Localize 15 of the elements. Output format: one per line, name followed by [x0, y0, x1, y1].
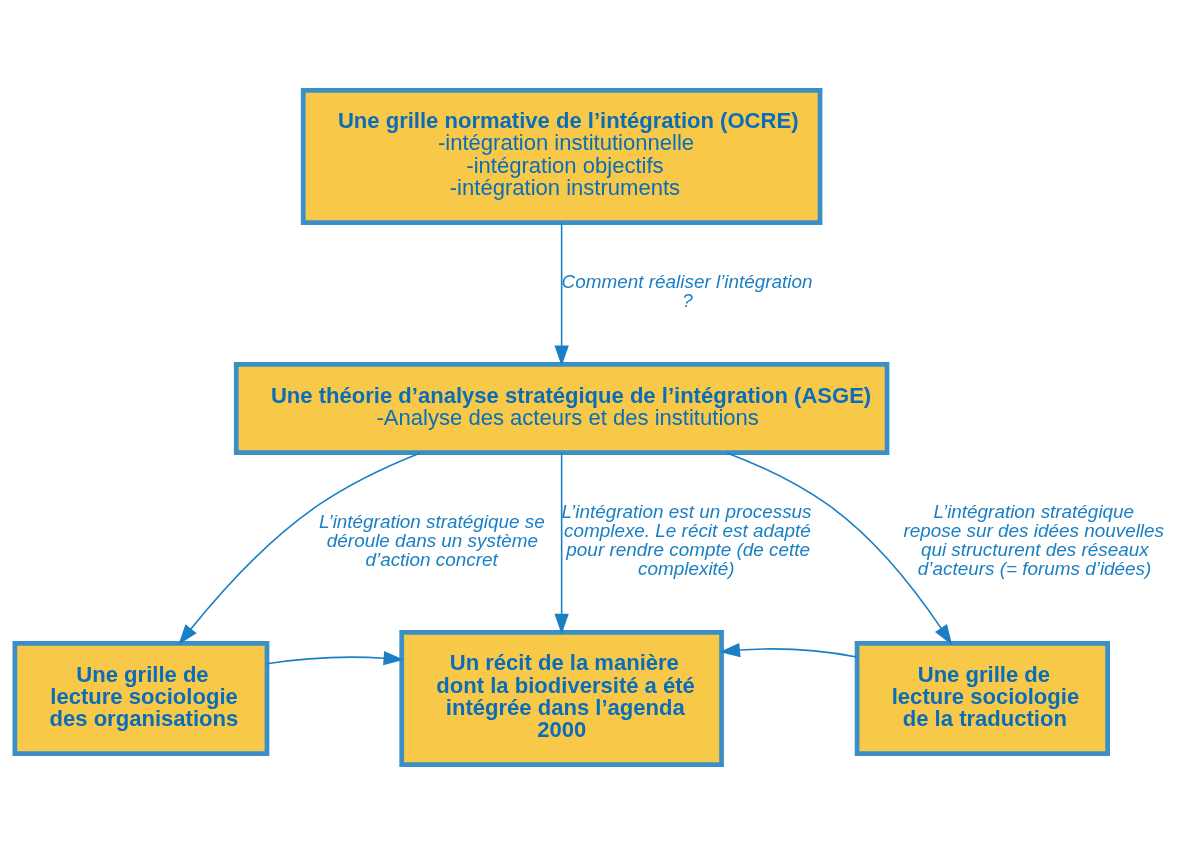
edge-label: Comment réaliser l’intégration ?	[561, 271, 813, 312]
arrow	[719, 642, 858, 658]
node-box: Une grille de lecture sociologie de la traduction	[854, 641, 1110, 757]
arrow	[554, 222, 569, 367]
node-box: Une grille de lecture sociologie des organisations	[12, 641, 270, 757]
arrow	[266, 650, 405, 666]
edge-label: L’intégration est un processus complexe. Le récit est adapté pour rendre compte (de cette complexité)	[561, 501, 812, 579]
arrow	[554, 452, 569, 635]
arrow	[178, 452, 421, 645]
edge-label: L’intégration stratégique repose sur des idées nouvelles qui structurent des réseaux d’acteurs (= forums d’idées)	[903, 501, 1164, 579]
node-box: Une théorie d’analyse stratégique de l’intégration (ASGE) -Analyse des acteurs et des institutions	[233, 362, 890, 456]
arrow	[726, 452, 953, 646]
node-box: Une grille normative de l’intégration (OCRE) -intégration institutionnelle -intégration objectifs -intégration instruments	[300, 87, 823, 226]
edge-label: L’intégration stratégique se déroule dans un système d’action concret	[318, 510, 545, 570]
node-box: Un récit de la manière dont la biodiversité a été intégrée dans l’agenda 2000	[399, 629, 724, 768]
